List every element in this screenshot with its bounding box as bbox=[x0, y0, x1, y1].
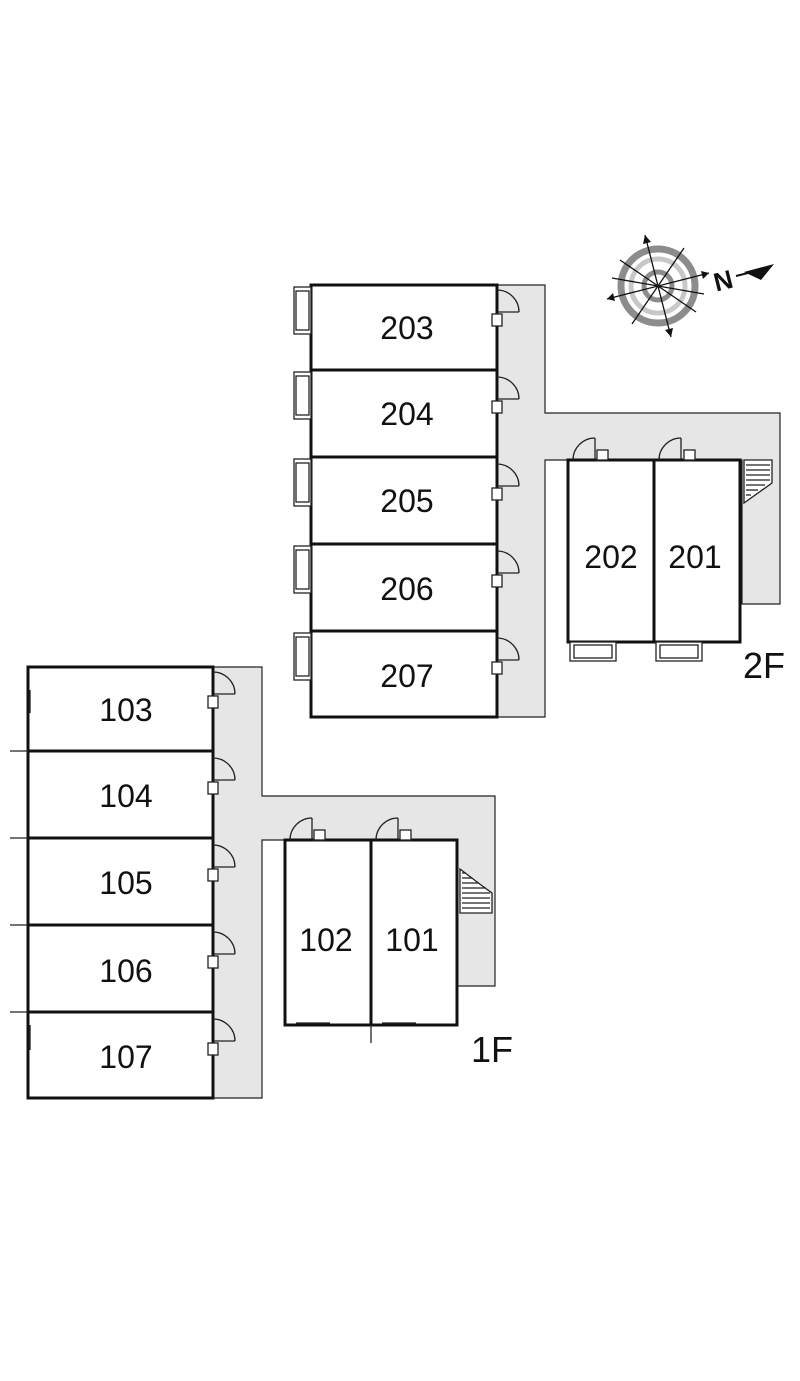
floor-1f-label: 1F bbox=[471, 1029, 513, 1070]
compass-icon: N bbox=[606, 234, 774, 338]
compass-north-label: N bbox=[710, 264, 735, 298]
door-icon bbox=[491, 289, 520, 327]
unit-205: 205 bbox=[293, 455, 520, 546]
room-207-label: 207 bbox=[380, 658, 433, 694]
floor-2f-label: 2F bbox=[743, 645, 785, 686]
room-103-label: 103 bbox=[99, 692, 152, 728]
room-203-label: 203 bbox=[380, 310, 433, 346]
unit-201: 201 bbox=[652, 437, 742, 662]
room-102-label: 102 bbox=[299, 922, 352, 958]
door-icon bbox=[572, 437, 609, 461]
unit-206: 206 bbox=[293, 542, 520, 633]
corridor-2f bbox=[496, 284, 781, 718]
door-icon bbox=[491, 550, 520, 588]
door-icon bbox=[207, 931, 236, 969]
unit-107: 107 bbox=[10, 1010, 236, 1100]
room-104-label: 104 bbox=[99, 778, 152, 814]
unit-203: 203 bbox=[293, 283, 520, 372]
door-icon bbox=[491, 376, 520, 414]
door-icon bbox=[658, 437, 696, 461]
room-101-label: 101 bbox=[385, 922, 438, 958]
unit-204: 204 bbox=[293, 368, 520, 459]
unit-106: 106 bbox=[10, 923, 236, 1014]
door-icon bbox=[207, 671, 236, 709]
unit-202: 202 bbox=[566, 437, 656, 662]
unit-105: 105 bbox=[10, 836, 236, 927]
unit-102: 102 bbox=[283, 817, 373, 1027]
room-106-label: 106 bbox=[99, 953, 152, 989]
stair-icon bbox=[743, 459, 773, 505]
unit-207: 207 bbox=[293, 629, 520, 719]
door-icon bbox=[207, 844, 236, 882]
room-206-label: 206 bbox=[380, 571, 433, 607]
stair-icon bbox=[459, 867, 493, 914]
unit-101: 101 bbox=[369, 817, 459, 1043]
room-107-label: 107 bbox=[99, 1039, 152, 1075]
unit-104: 104 bbox=[10, 749, 236, 840]
door-icon bbox=[289, 817, 326, 841]
floor-2f: 203 204 205 bbox=[293, 283, 785, 719]
room-201-label: 201 bbox=[668, 539, 721, 575]
room-202-label: 202 bbox=[584, 539, 637, 575]
unit-103: 103 bbox=[26, 665, 236, 753]
door-icon bbox=[375, 817, 412, 841]
floor-1f: 103 104 105 bbox=[10, 665, 513, 1100]
room-204-label: 204 bbox=[380, 396, 433, 432]
door-icon bbox=[491, 637, 520, 675]
door-icon bbox=[491, 463, 520, 501]
room-105-label: 105 bbox=[99, 865, 152, 901]
door-icon bbox=[207, 1018, 236, 1056]
door-icon bbox=[207, 757, 236, 795]
room-205-label: 205 bbox=[380, 483, 433, 519]
